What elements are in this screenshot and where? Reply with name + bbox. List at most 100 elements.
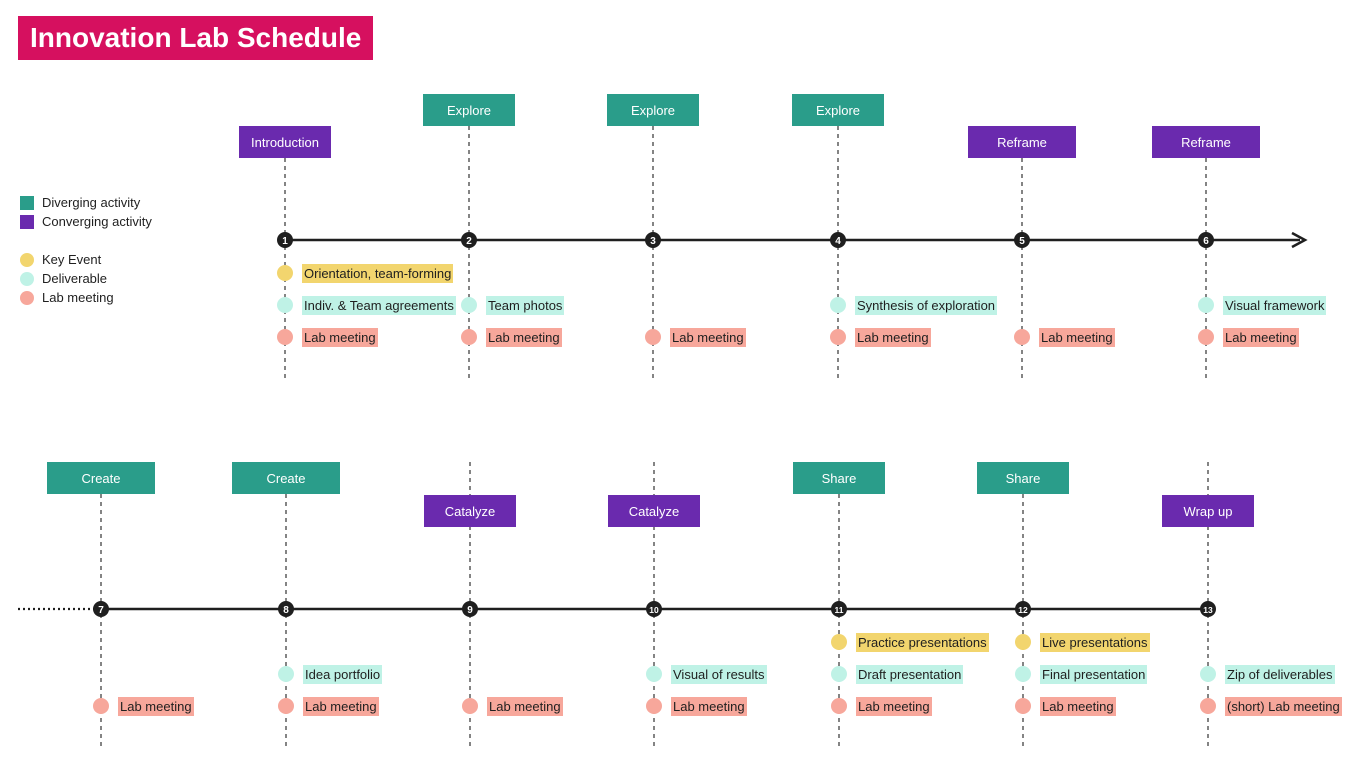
phase-box-diverging: Share [977,462,1069,494]
week-node [646,601,662,617]
phase-box-diverging: Share [793,462,885,494]
key-event-label: Orientation, team-forming [302,264,454,283]
week-number: 2 [466,236,472,247]
week-node [461,232,477,248]
week-number: 10 [649,605,659,615]
week-number: 8 [283,605,289,616]
legend-item-deliverable: Deliverable [20,271,107,286]
legend-label: Deliverable [42,271,108,286]
deliverable-dot-icon [20,271,34,286]
phase-box-diverging: Explore [792,94,884,126]
lab-meeting-dot-icon [1015,698,1031,714]
lab-meeting-dot-icon [462,698,478,714]
deliverable-label: Draft presentation [856,665,964,684]
week-node [830,232,846,248]
week-node [1014,232,1030,248]
legend-item-converging: Converging activity [20,214,152,229]
lab-meeting-dot-icon [1198,329,1214,345]
week-number: 5 [1019,236,1025,247]
legend-item-diverging: Diverging activity [20,195,140,210]
lab-meeting-dot-icon [1014,329,1030,345]
week-node [462,601,478,617]
diverging-swatch-icon [20,195,34,210]
legend-label: Diverging activity [42,195,141,210]
lab-meeting-dot-icon [830,329,846,345]
week-number: 9 [467,605,473,616]
week-number: 12 [1018,605,1028,615]
week-node [645,232,661,248]
lab-meeting-label: Lab meeting [486,328,562,347]
week-number: 6 [1203,236,1209,247]
lab-meeting-label: Lab meeting [1040,697,1116,716]
legend-label: Key Event [42,252,102,267]
lab-meeting-dot-icon [831,698,847,714]
lab-meeting-label: Lab meeting [302,328,378,347]
lab-meeting-dot-icon [1200,698,1216,714]
key-event-dot-icon [1015,634,1031,650]
week-number: 3 [650,236,656,247]
deliverable-dot-icon [1198,297,1214,313]
deliverable-dot-icon [461,297,477,313]
timeline-arrow-icon [1291,231,1308,249]
legend-item-key-event: Key Event [20,252,101,267]
lab-meeting-dot-icon [645,329,661,345]
lab-meeting-dot-icon [93,698,109,714]
phase-box-diverging: Explore [423,94,515,126]
lab-meeting-label: Lab meeting [1223,328,1299,347]
lab-meeting-label: Lab meeting [856,697,932,716]
deliverable-label: Final presentation [1040,665,1148,684]
phase-box-converging: Wrap up [1162,495,1254,527]
deliverable-dot-icon [646,666,662,682]
deliverable-label: Team photos [486,296,565,315]
phase-box-converging: Reframe [1152,126,1260,158]
deliverable-label: Indiv. & Team agreements [302,296,456,315]
week-number: 4 [835,236,841,247]
week-number: 7 [98,605,104,616]
legend-label: Converging activity [42,214,152,229]
key-event-dot-icon [831,634,847,650]
deliverable-label: Visual framework [1223,296,1327,315]
deliverable-dot-icon [278,666,294,682]
lab-meeting-label: Lab meeting [855,328,931,347]
deliverable-dot-icon [830,297,846,313]
week-node [831,601,847,617]
deliverable-label: Idea portfolio [303,665,383,684]
week-number: 13 [1203,605,1213,615]
week-node [277,232,293,248]
week-node [278,601,294,617]
lab-meeting-dot-icon [461,329,477,345]
phase-box-diverging: Create [47,462,155,494]
phase-box-diverging: Create [232,462,340,494]
lab-meeting-label: Lab meeting [118,697,194,716]
lab-meeting-label: (short) Lab meeting [1225,697,1342,716]
key-event-dot-icon [277,265,293,281]
phase-box-converging: Reframe [968,126,1076,158]
phase-box-converging: Introduction [239,126,331,158]
week-number: 11 [835,605,844,615]
deliverable-label: Visual of results [671,665,767,684]
deliverable-dot-icon [1015,666,1031,682]
legend-label: Lab meeting [42,290,114,305]
lab-meeting-label: Lab meeting [487,697,563,716]
deliverable-label: Synthesis of exploration [855,296,998,315]
lab-meeting-dot-icon [278,698,294,714]
deliverable-dot-icon [831,666,847,682]
week-number: 1 [282,236,288,247]
phase-box-converging: Catalyze [608,495,700,527]
deliverable-dot-icon [1200,666,1216,682]
lab-meeting-label: Lab meeting [303,697,379,716]
legend-item-lab-meeting: Lab meeting [20,290,114,305]
deliverable-dot-icon [277,297,293,313]
lab-meeting-label: Lab meeting [670,328,746,347]
deliverable-label: Zip of deliverables [1225,665,1335,684]
lab-meeting-dot-icon [20,290,34,305]
lab-meeting-dot-icon [277,329,293,345]
week-node [1198,232,1214,248]
lab-meeting-label: Lab meeting [1039,328,1115,347]
key-event-dot-icon [20,252,34,267]
lab-meeting-dot-icon [646,698,662,714]
week-node [93,601,109,617]
key-event-label: Practice presentations [856,633,989,652]
phase-box-diverging: Explore [607,94,699,126]
